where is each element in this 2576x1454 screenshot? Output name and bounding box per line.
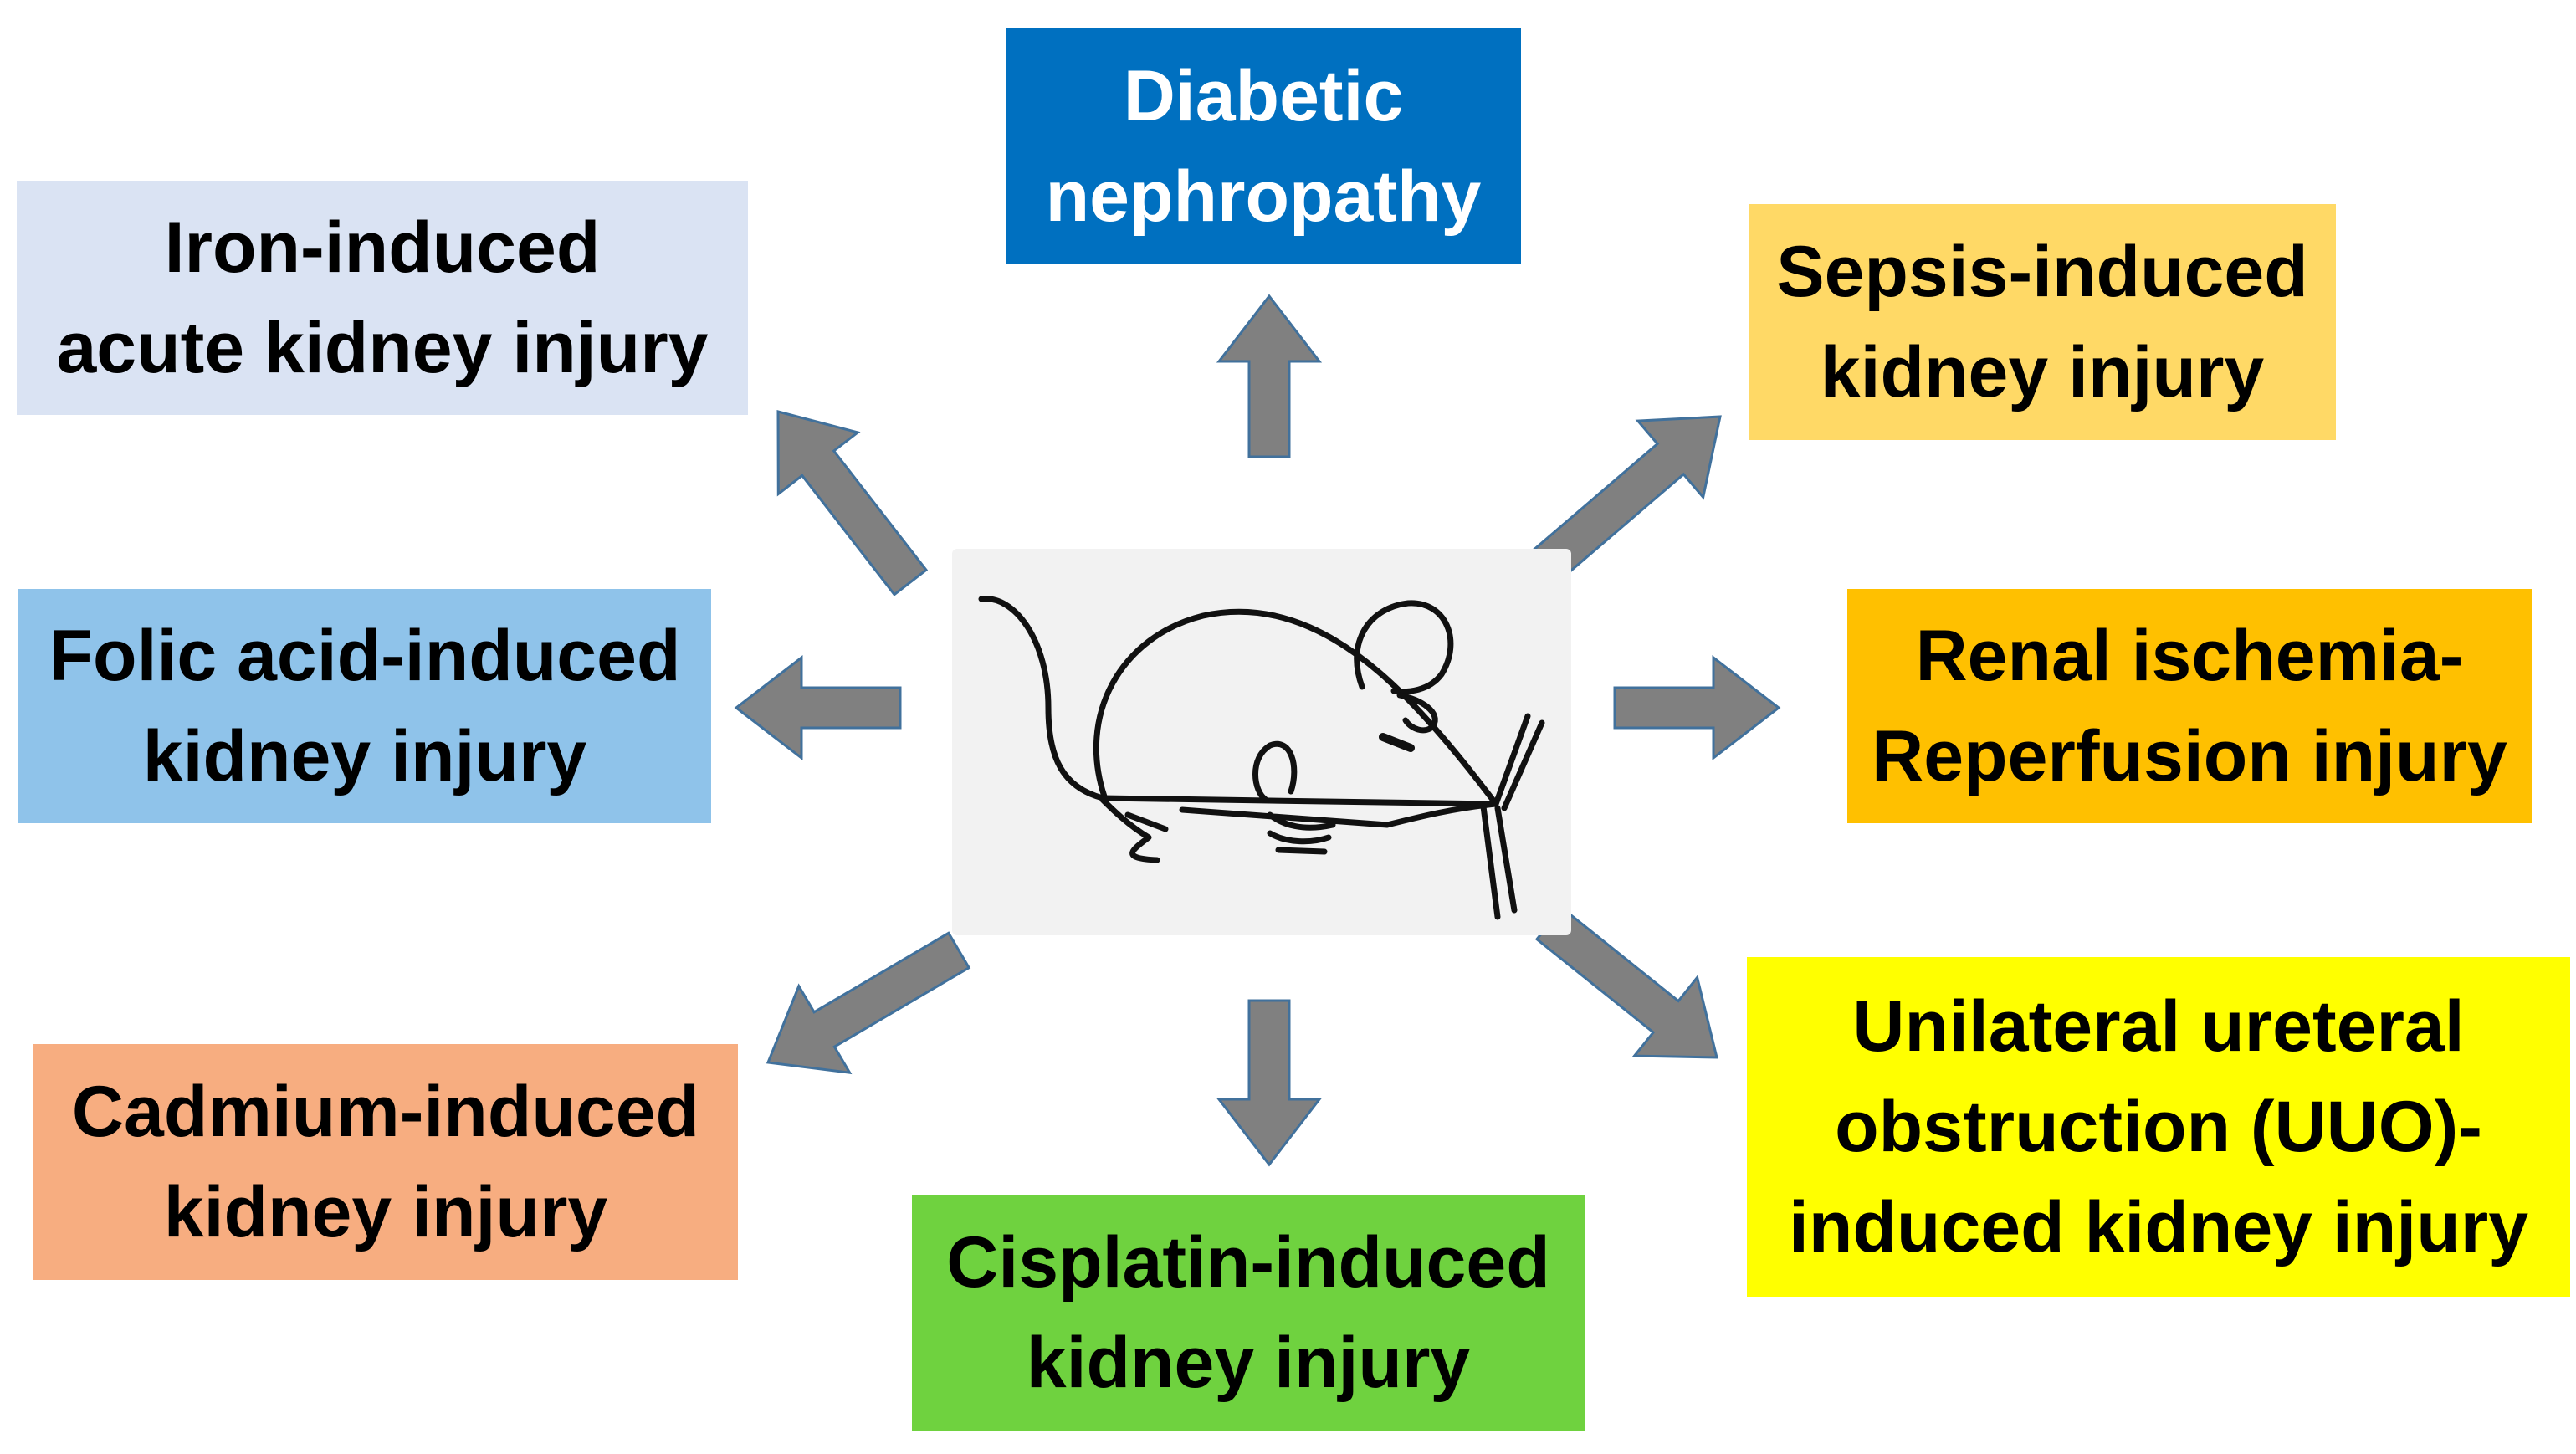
- cadmium-induced-kidney-injury-box: Cadmium-induced kidney injury: [33, 1044, 738, 1280]
- box-line: nephropathy: [1045, 156, 1482, 237]
- mouse-sketch-image: [952, 549, 1571, 935]
- arrow-up-left: [776, 410, 929, 596]
- box-line: Unilateral ureteral: [1852, 986, 2465, 1067]
- box-line: Reperfusion injury: [1872, 716, 2507, 796]
- box-line: Cisplatin-induced: [946, 1222, 1550, 1303]
- sepsis-induced-kidney-injury-box: Sepsis-induced kidney injury: [1749, 204, 2336, 440]
- box-line: induced kidney injury: [1788, 1187, 2529, 1267]
- arrow-down-right: [1534, 906, 1718, 1059]
- box-line: Iron-induced: [164, 207, 601, 288]
- cisplatin-induced-kidney-injury-box: Cisplatin-induced kidney injury: [912, 1195, 1585, 1431]
- arrow-down: [1216, 999, 1323, 1167]
- arrow-down-left: [766, 931, 971, 1075]
- box-line: acute kidney injury: [56, 308, 709, 388]
- arrow-up-right: [1531, 415, 1722, 583]
- renal-ischemia-reperfusion-box: Renal ischemia- Reperfusion injury: [1847, 589, 2532, 823]
- box-line: Folic acid-induced: [49, 616, 681, 696]
- box-line: obstruction (UUO)-: [1835, 1087, 2482, 1167]
- arrow-left: [734, 654, 902, 761]
- box-line: Cadmium-induced: [71, 1072, 700, 1152]
- arrow-right: [1613, 654, 1781, 761]
- folic-acid-induced-kidney-injury-box: Folic acid-induced kidney injury: [18, 589, 711, 823]
- box-line: Renal ischemia-: [1915, 616, 2464, 696]
- arrow-up: [1216, 294, 1323, 458]
- box-line: kidney injury: [1820, 332, 2265, 412]
- iron-induced-aki-box: Iron-induced acute kidney injury: [17, 181, 748, 415]
- box-line: kidney injury: [142, 716, 587, 796]
- mouse-icon: [978, 596, 1545, 920]
- box-line: Diabetic: [1123, 56, 1404, 136]
- box-line: kidney injury: [163, 1172, 608, 1252]
- box-line: Sepsis-induced: [1776, 232, 2308, 312]
- box-line: kidney injury: [1026, 1323, 1471, 1403]
- diabetic-nephropathy-box: Diabetic nephropathy: [1006, 28, 1521, 264]
- uuo-induced-kidney-injury-box: Unilateral ureteral obstruction (UUO)- i…: [1747, 957, 2570, 1297]
